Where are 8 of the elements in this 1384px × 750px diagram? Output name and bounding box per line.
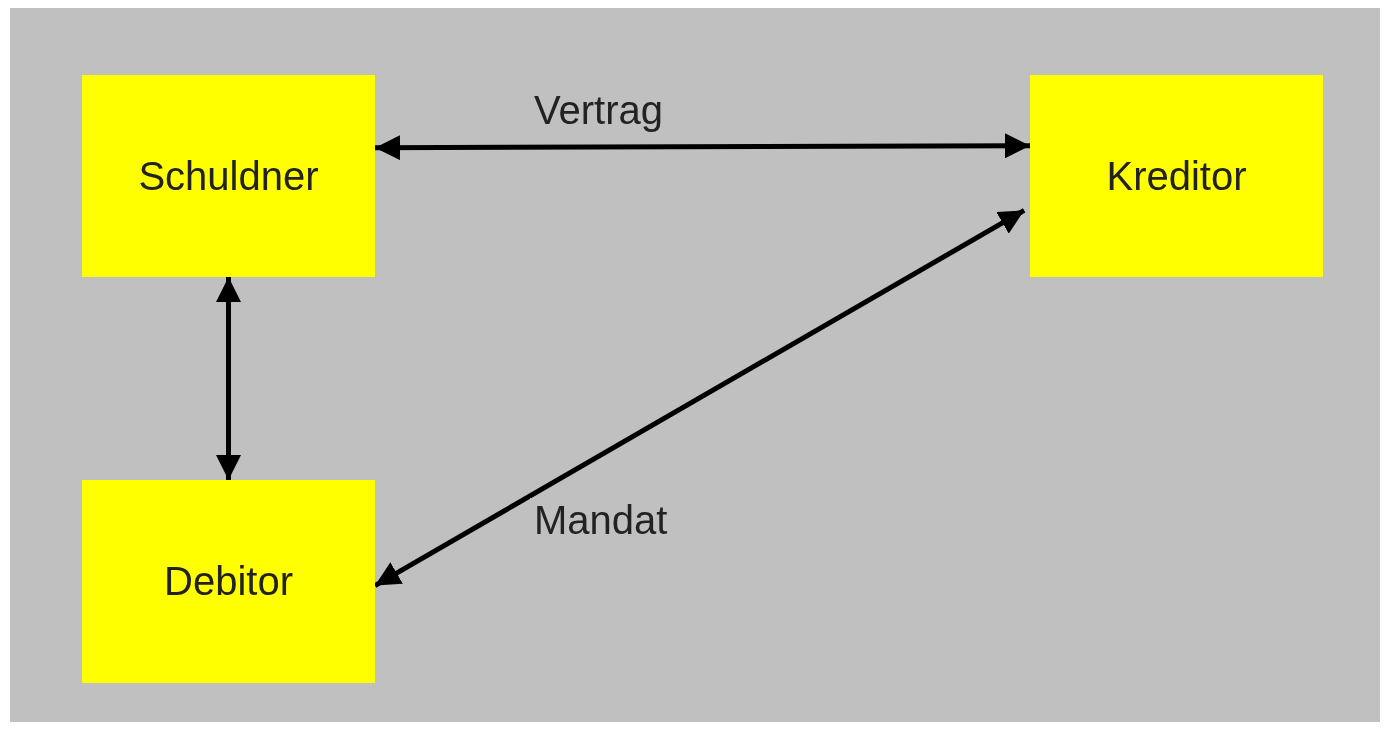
process-box [1030, 75, 1323, 277]
process-box [82, 480, 375, 683]
node-label: Debitor [164, 559, 293, 604]
double-arrow [375, 133, 1030, 161]
node-label: Kreditor [1106, 153, 1247, 199]
process-box [82, 75, 375, 277]
node-label: Schuldner [138, 153, 319, 199]
double-arrow [216, 277, 241, 480]
